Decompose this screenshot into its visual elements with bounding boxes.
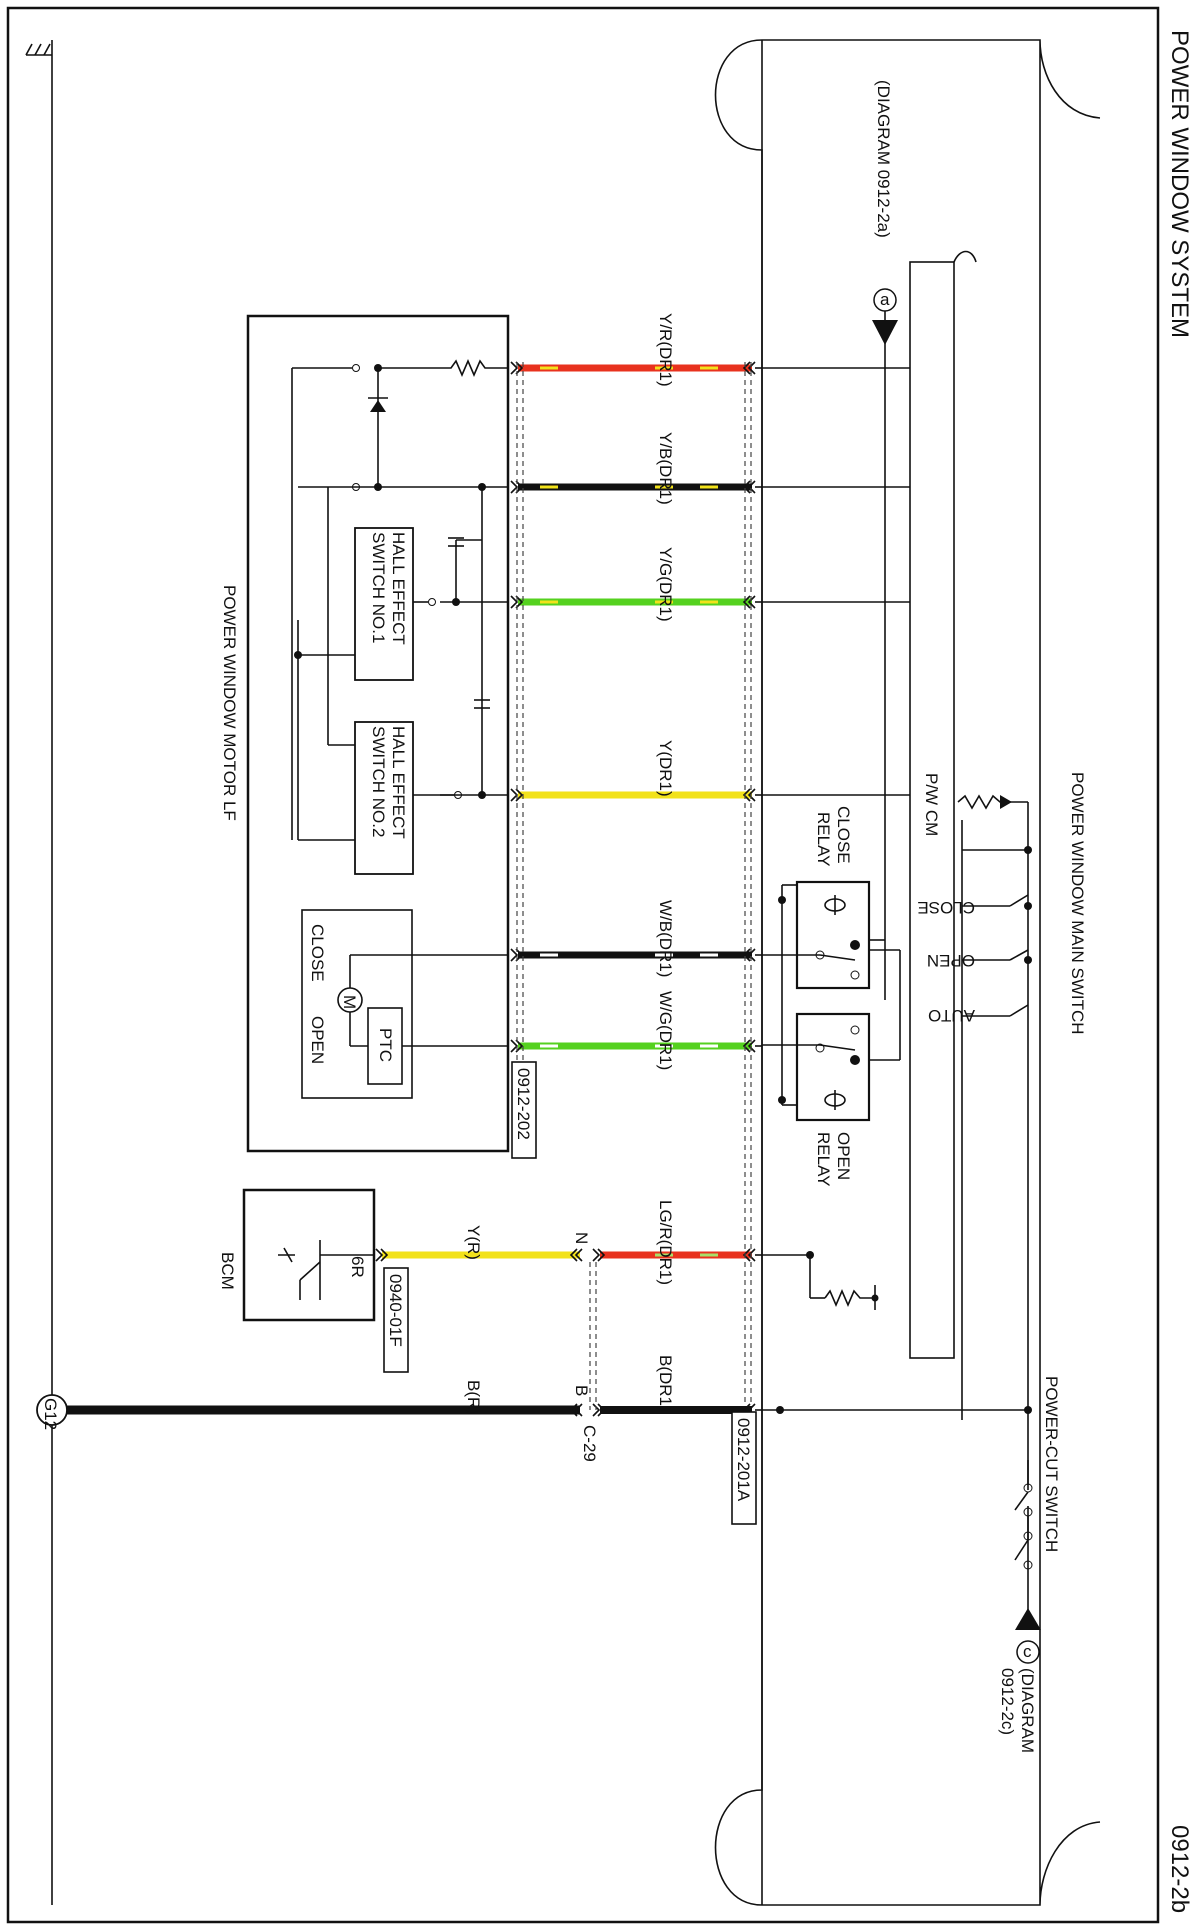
ref-c-circle bbox=[1016, 1640, 1040, 1664]
wire-label: B(DR1) bbox=[656, 1355, 675, 1412]
pwcm-internal-lines bbox=[762, 367, 910, 1046]
power-cut-switch-label: POWER-CUT SWITCH bbox=[1042, 1376, 1061, 1552]
ref-a-text: (DIAGRAM 0912-2a) bbox=[874, 80, 893, 238]
connector-chevron bbox=[569, 1403, 583, 1417]
connector-chevron bbox=[375, 1248, 389, 1262]
ground-g12-label: G12 bbox=[41, 1398, 60, 1430]
joint-c29-label: C-29 bbox=[580, 1425, 599, 1462]
connector-chevron bbox=[510, 948, 524, 962]
hall-switch-2 bbox=[354, 721, 414, 875]
hall-switch-2-label-1: HALL EFFECT bbox=[389, 726, 408, 839]
motor-open-label: OPEN bbox=[308, 1016, 327, 1064]
connector-0912-201a-label: 0912-201A bbox=[734, 1418, 753, 1502]
open-relay-internals bbox=[815, 1025, 860, 1110]
ground-g12 bbox=[36, 1394, 68, 1426]
ptc-box bbox=[367, 1007, 403, 1085]
connector-chevron bbox=[510, 361, 524, 375]
ground-symbol bbox=[25, 43, 52, 56]
page-code: 0912-2b bbox=[1166, 1825, 1193, 1913]
hall-switch-1-label-1: HALL EFFECT bbox=[389, 532, 408, 645]
connector-chevron bbox=[742, 361, 756, 375]
main-switch-outline bbox=[714, 39, 1101, 1906]
connector-chevron bbox=[742, 788, 756, 802]
close-relay-label-2: RELAY bbox=[814, 812, 833, 867]
switch-close-label: CLOSE bbox=[917, 898, 975, 917]
close-relay-label-1: CLOSE bbox=[834, 806, 853, 864]
connector-0940-01f-tag bbox=[383, 1267, 409, 1373]
switch-open-label: OPEN bbox=[927, 951, 975, 970]
ref-c-arrow bbox=[1015, 1608, 1041, 1630]
connector-chevron bbox=[510, 595, 524, 609]
wire-label: Y/R(DR1) bbox=[656, 313, 675, 387]
wire-label-lower: Y(R) bbox=[464, 1225, 483, 1260]
wire-label: Y(DR1) bbox=[656, 740, 675, 797]
page-title: POWER WINDOW SYSTEM bbox=[1166, 30, 1193, 338]
connector-chevron bbox=[742, 480, 756, 494]
main-switch-contacts bbox=[962, 846, 1032, 1017]
wire-label: W/G(DR1) bbox=[656, 991, 675, 1070]
wire-label-lower: B(R) bbox=[464, 1380, 483, 1415]
connector-chevron bbox=[569, 1248, 583, 1262]
main-switch-label: POWER WINDOW MAIN SWITCH bbox=[1068, 772, 1087, 1035]
hall-switch-1-label-2: SWITCH NO.1 bbox=[369, 532, 388, 643]
connector-chevron bbox=[592, 1248, 606, 1262]
motor-symbol-label: M bbox=[340, 995, 359, 1009]
wire-label: Y/G(DR1) bbox=[656, 547, 675, 622]
motor-subbox bbox=[301, 909, 413, 1099]
ref-c-text-2: 0912-2c) bbox=[998, 1668, 1017, 1735]
open-relay-label-2: RELAY bbox=[814, 1132, 833, 1187]
connector-0912-201a-tag bbox=[731, 1411, 757, 1525]
ref-c-text-1: (DIAGRAM bbox=[1018, 1668, 1037, 1753]
connector-chevron bbox=[742, 948, 756, 962]
motor-internal-circuit bbox=[291, 358, 508, 841]
bcm-label: BCM bbox=[218, 1252, 237, 1290]
motor-module-box bbox=[246, 314, 510, 1153]
pwcm-label: P/W CM bbox=[922, 773, 941, 836]
connector-chevron bbox=[742, 1248, 756, 1262]
page-frame bbox=[6, 6, 1160, 1924]
motor-close-label: CLOSE bbox=[308, 924, 327, 982]
joint-n-label: N bbox=[572, 1232, 591, 1244]
pwcm-box bbox=[909, 261, 955, 1359]
open-relay bbox=[795, 1012, 871, 1122]
motor-label: POWER WINDOW MOTOR LF bbox=[220, 585, 239, 821]
wire-harness: Y/R(DR1) Y/B(DR1) Y/G(DR1) Y(DR1) W/B(DR1) W/… bbox=[52, 313, 762, 1417]
joint-b-label: B bbox=[572, 1385, 591, 1396]
wire-label: LG/R(DR1) bbox=[656, 1200, 675, 1285]
connector-chevron bbox=[510, 480, 524, 494]
hall-switch-1 bbox=[354, 527, 414, 681]
bcm-pin-label: 6R bbox=[348, 1256, 367, 1278]
ref-a-letter: a bbox=[880, 290, 890, 309]
wire-label: Y/B(DR1) bbox=[656, 432, 675, 505]
power-cut-switch-blade bbox=[1014, 1491, 1029, 1511]
connector-0912-202-tag bbox=[511, 1061, 537, 1159]
ref-c-letter: c bbox=[1023, 1642, 1032, 1661]
connector-chevron bbox=[592, 1403, 606, 1417]
ref-a-circle bbox=[873, 288, 897, 312]
hall-switch-2-label-2: SWITCH NO.2 bbox=[369, 726, 388, 837]
connector-0912-202-label: 0912-202 bbox=[514, 1068, 533, 1140]
bcm-transistor bbox=[278, 1240, 374, 1300]
ref-a-arrow bbox=[872, 320, 898, 345]
ptc-label: PTC bbox=[376, 1028, 395, 1062]
connector-chevron bbox=[742, 1039, 756, 1053]
switch-auto-label: AUTO bbox=[928, 1006, 975, 1025]
connector-chevron bbox=[742, 595, 756, 609]
wire-label: W/B(DR1) bbox=[656, 900, 675, 977]
open-relay-label-1: OPEN bbox=[834, 1132, 853, 1180]
connector-0940-01f-label: 0940-01F bbox=[386, 1274, 405, 1347]
